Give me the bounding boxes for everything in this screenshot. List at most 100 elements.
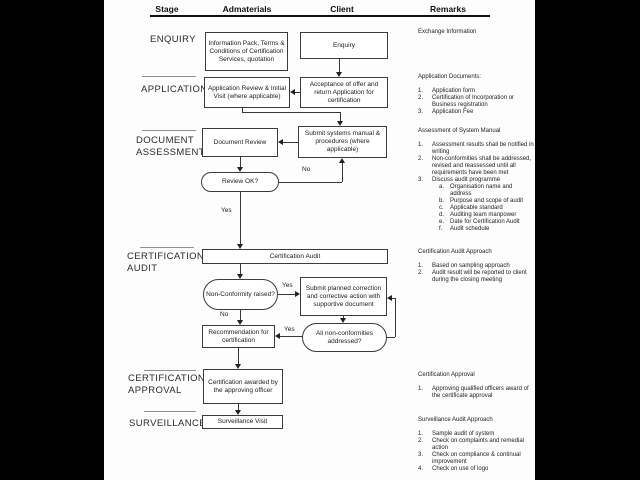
connector-application-review-elbow [242, 108, 243, 113]
connector-enquiry-to-acceptance [339, 59, 340, 73]
remarks-section-certification-audit: Certification Audit Approach 1.Based on … [418, 249, 535, 284]
node-text: Certification awarded by the approving o… [208, 378, 278, 394]
remarks-list: 1.Application form 2.Certification of In… [418, 88, 535, 116]
column-header-admaterials: Admaterials [222, 4, 272, 14]
remark-marker: 2. [418, 156, 424, 162]
decision-all-non-conformities-addressed: All non-conformities addressed? [302, 323, 387, 352]
remarks-list: 1.Assessment results shall be notified i… [418, 142, 535, 233]
node-text: Acceptance of offer and return Applicati… [309, 80, 379, 104]
node-text: Submit planned correction and corrective… [305, 284, 382, 308]
remark-text: Sample audit of system [432, 431, 495, 437]
arrowhead-up-icon [339, 158, 345, 163]
node-recommendation-for-certification: Recommendation for certification [202, 325, 275, 348]
remark-item: 1. Sample audit of system [418, 431, 535, 438]
connector-awarded-to-surveillance [238, 404, 239, 410]
remark-subitem: b.Purpose and scope of audit [418, 198, 535, 205]
connector-recommendation-to-awarded [238, 348, 239, 364]
node-acceptance-of-offer: Acceptance of offer and return Applicati… [300, 77, 388, 108]
arrowhead-down-icon [340, 318, 346, 323]
remark-text: Applicable standard [450, 205, 503, 211]
column-header-client: Client [330, 4, 354, 14]
decision-non-conformity-raised: Non-Conformity raised? [203, 279, 278, 310]
remark-subitem: a. Organisation name and address [418, 184, 535, 198]
remark-marker: 3. [418, 177, 424, 183]
remark-item: 2.Audit result will be reported to clien… [418, 270, 535, 284]
remark-text: Audit result will be reported to client … [432, 270, 527, 283]
remark-text: Check on compliance & continual improvem… [432, 452, 521, 465]
remark-marker: 1. [418, 386, 424, 392]
arrowhead-left-icon [290, 89, 295, 95]
stage-label-application: APPLICATION [141, 84, 208, 95]
remark-item: 3.Check on compliance & continual improv… [418, 452, 535, 466]
remark-text: Discuss audit programme [432, 177, 501, 183]
remarks-title: Application Documents: [418, 74, 482, 80]
arrowhead-right-icon [295, 291, 300, 297]
remark-marker: 1. [418, 431, 424, 437]
node-text: Review OK? [221, 178, 259, 185]
connector-review-no-loop [342, 163, 343, 182]
stage-divider [144, 370, 196, 371]
stage-divider [142, 76, 196, 77]
remarks-title: Certification Audit Approach [418, 249, 492, 255]
node-text: Non-Conformity raised? [206, 290, 275, 298]
connector-application-review-elbow [242, 112, 340, 113]
node-submit-planned-correction: Submit planned correction and corrective… [300, 277, 387, 316]
arrowhead-left-icon [387, 295, 392, 301]
connector-audit-to-non-conformity [240, 264, 241, 274]
remark-subitem: c. Applicable standard [418, 205, 535, 212]
node-text: Surveillance Visit [217, 418, 268, 425]
remark-text: Approving qualified officers award of th… [432, 386, 529, 399]
connector-review-yes-to-certification-audit [240, 192, 241, 244]
remark-marker: 1. [418, 263, 424, 269]
remark-marker: e. [439, 219, 445, 225]
remark-text: Application form [432, 88, 476, 94]
remark-marker: b. [439, 198, 445, 204]
connector-submit-systems-to-document-review [283, 142, 298, 143]
remark-marker: c. [439, 205, 444, 211]
arrowhead-down-icon [235, 364, 241, 369]
edge-label-yes: Yes [284, 326, 295, 333]
remark-text: Organisation name and address [450, 184, 513, 197]
connector-non-conformity-yes [278, 294, 295, 295]
remark-text: Auditing team manpower [450, 212, 517, 218]
remark-marker: 3. [418, 109, 424, 115]
remark-item: 1.Based on sampling approach [418, 263, 535, 270]
remark-subitem: e. Date for Certification Audit [418, 219, 535, 226]
connector-non-conformity-no [240, 310, 241, 320]
remark-marker: 1. [418, 88, 424, 94]
arrowhead-down-icon [237, 244, 243, 249]
stage-label-certification-audit: CERTIFICATION AUDIT [127, 251, 205, 274]
column-header-remarks: Remarks [430, 4, 466, 14]
node-text: Certification Audit [269, 252, 321, 260]
remark-marker: 1. [418, 142, 424, 148]
remark-subitem: d.Auditing team manpower [418, 212, 535, 219]
node-submit-systems-manual: Submit systems manual & procedures (wher… [298, 126, 387, 158]
remark-text: Non-conformities shall be addressed, rev… [432, 156, 532, 176]
connector-addressed-no-loop [392, 298, 395, 299]
remark-marker: f. [439, 226, 443, 232]
remarks-list: 1. Approving qualified officers award of … [418, 386, 535, 400]
node-information-pack: Information Pack, Terms & Conditions of … [205, 32, 288, 71]
node-text: Recommendation for certification [208, 328, 269, 344]
connector-acceptance-to-application-review [295, 92, 300, 93]
connector-addressed-yes [280, 336, 302, 337]
stage-label-document-assessment: DOCUMENT ASSESSMENT [136, 135, 205, 158]
node-enquiry: Enquiry [300, 32, 388, 59]
arrowhead-down-icon [235, 410, 241, 415]
remarks-section-surveillance: Surveillance Audit Approach 1.Sample aud… [418, 417, 535, 473]
arrowhead-down-icon [237, 274, 243, 279]
column-header-stage: Stage [155, 4, 179, 14]
remarks-section-document-assessment: Assessment of System Manual 1.Assessment… [418, 128, 535, 233]
arrowhead-down-icon [337, 121, 343, 126]
remarks-section-certification-approval: Certification Approval 1.Approving quali… [418, 372, 535, 400]
arrowhead-down-icon [336, 72, 342, 77]
remark-marker: a. [439, 184, 445, 190]
connector-submit-planned-to-addressed [343, 316, 344, 318]
remarks-section-application: Application Documents: 1. Application for… [418, 74, 535, 116]
remark-marker: 4. [418, 466, 424, 472]
remark-text: Date for Certification Audit [450, 219, 520, 225]
remark-item: 1. Application form [418, 88, 535, 95]
node-certification-audit: Certification Audit [202, 249, 388, 264]
remark-marker: 2. [418, 95, 424, 101]
connector-addressed-no-loop [395, 298, 396, 337]
